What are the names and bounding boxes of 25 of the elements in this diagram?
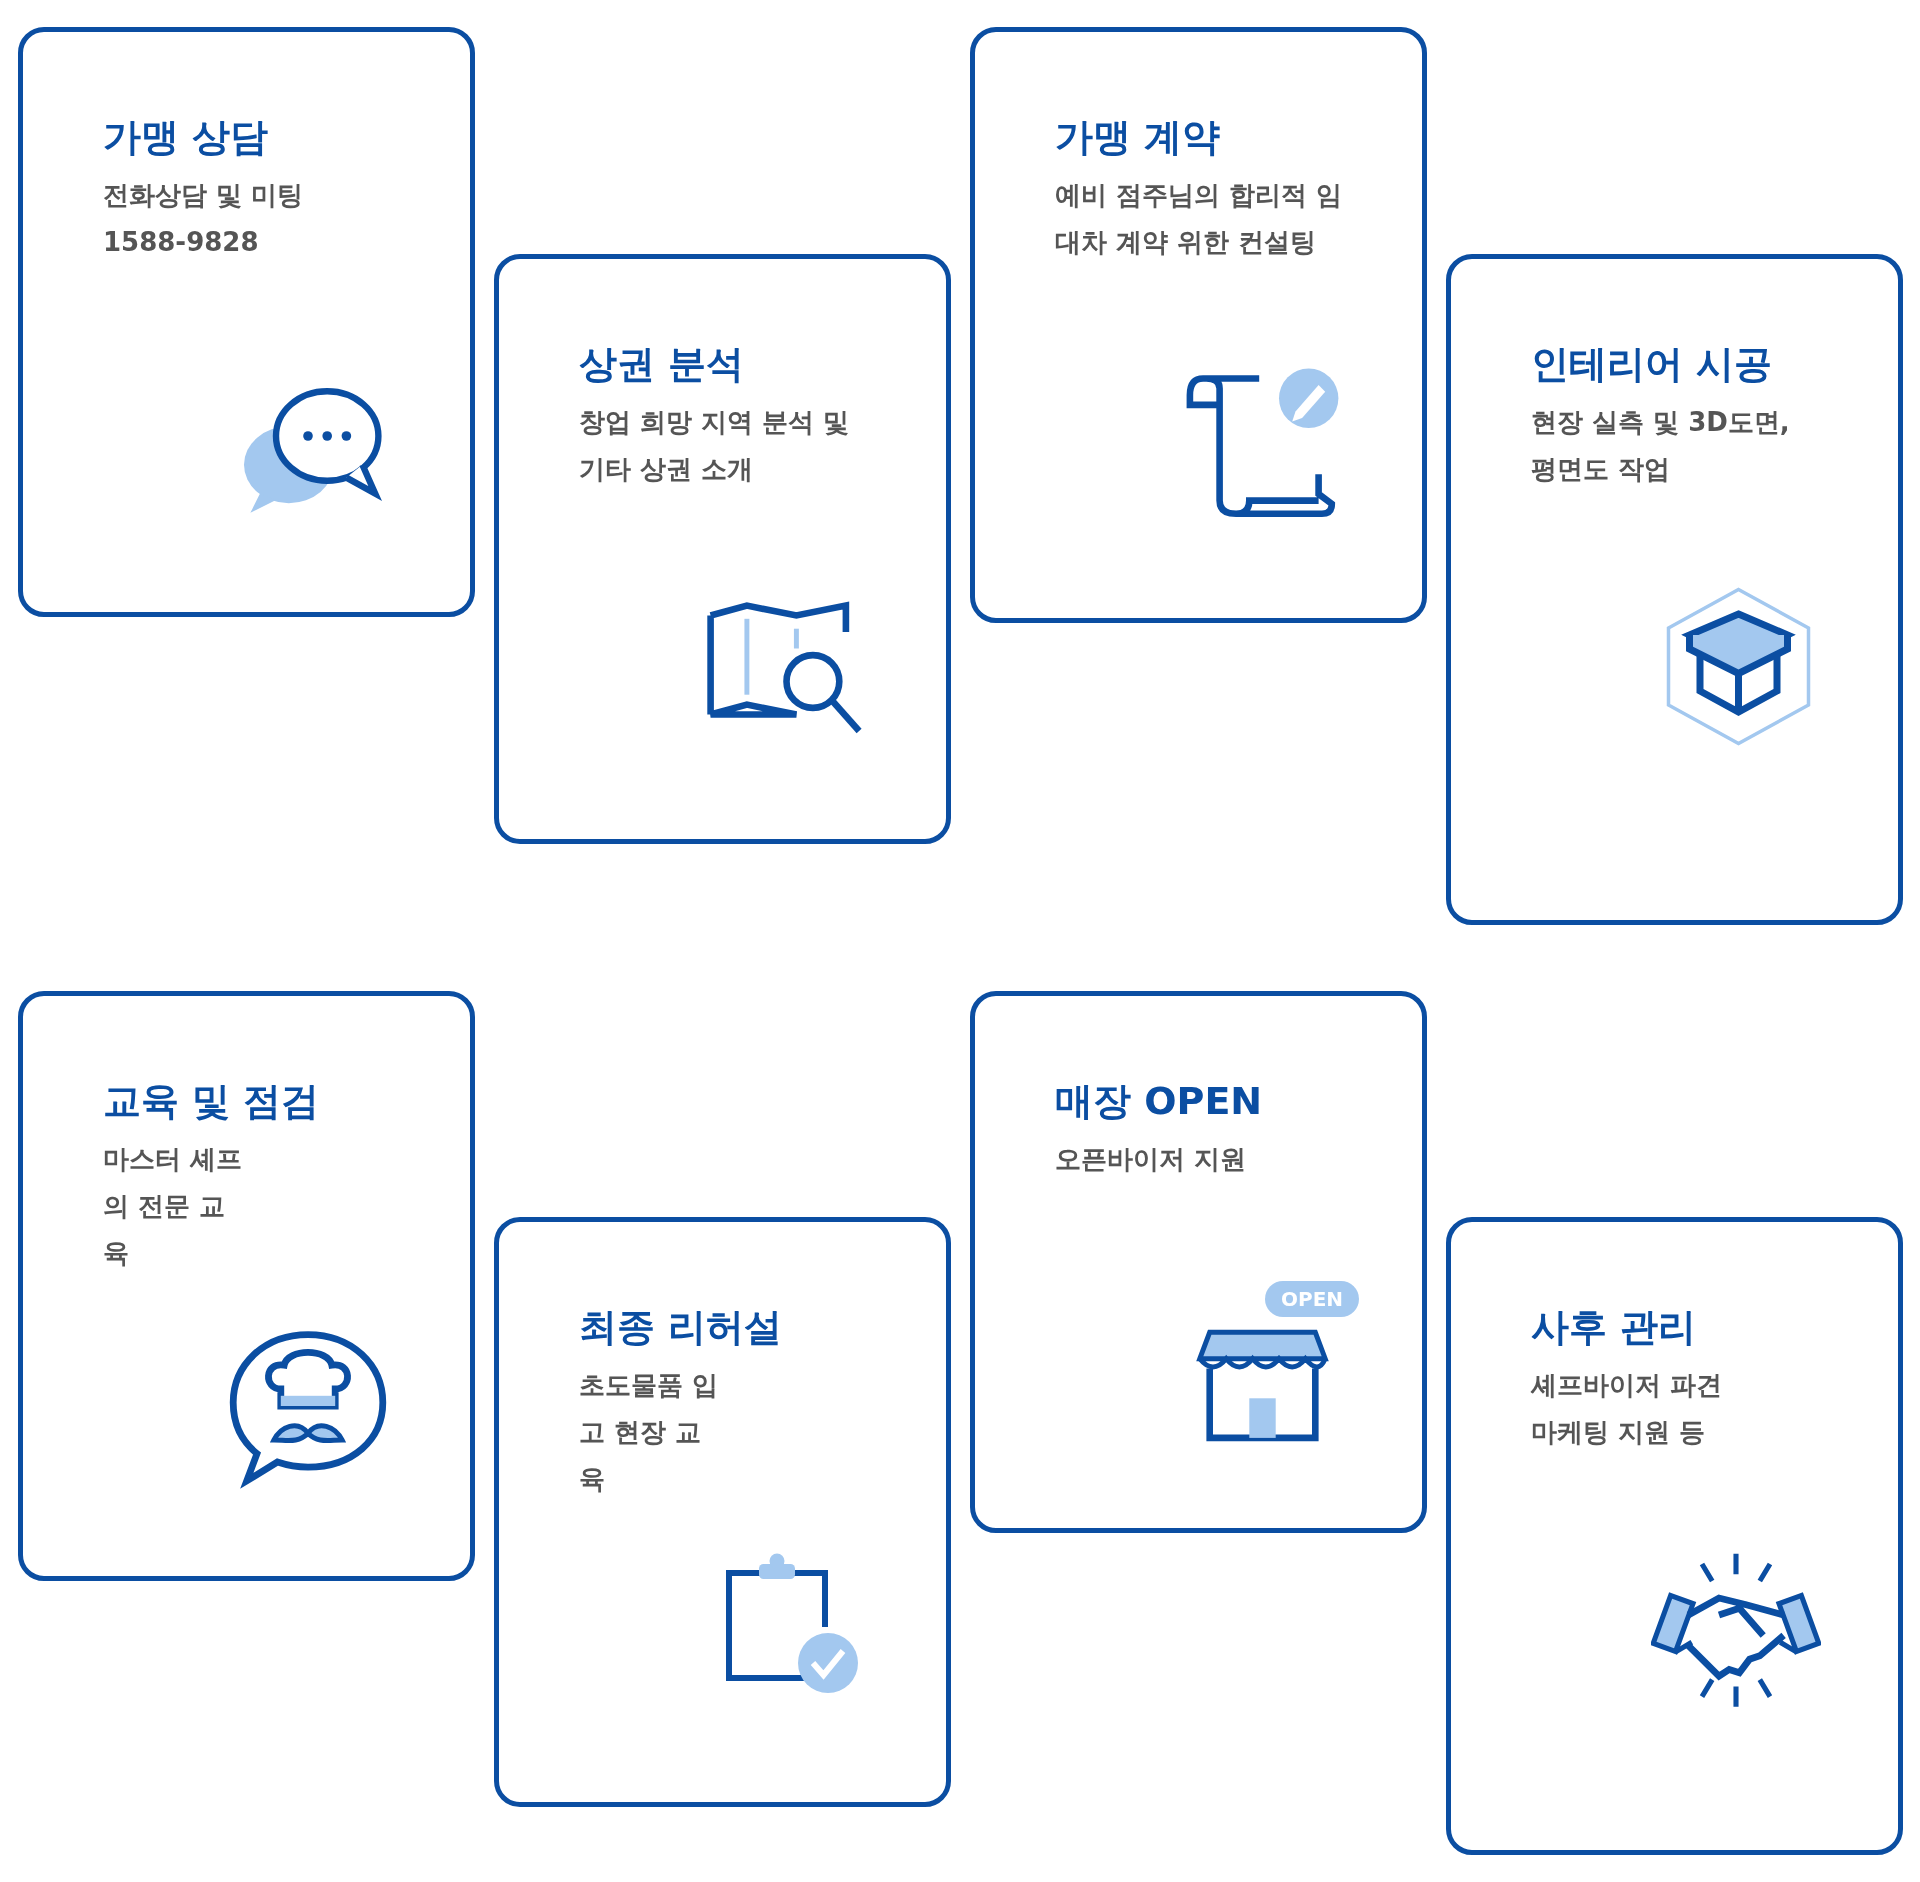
step-card	[970, 991, 1427, 1533]
step-description: 창업 희망 지역 분석 및 기타 상권 소개	[579, 406, 851, 486]
step-card	[18, 991, 475, 1581]
step-title: 인테리어 시공	[1531, 341, 1773, 388]
step-title: 상권 분석	[579, 341, 745, 388]
step-description: 오픈바이저 지원	[1055, 1143, 1248, 1176]
open-badge: OPEN	[1265, 1281, 1360, 1317]
step-title: 가맹 계약	[1055, 114, 1221, 161]
step-description: 현장 실측 및 3D도면, 평면도 작업	[1531, 406, 1791, 486]
step-description: 예비 점주님의 합리적 임대차 계약 위한 컨설팅	[1055, 179, 1344, 259]
step-title: 매장 OPEN	[1055, 1078, 1263, 1125]
step-card	[494, 254, 951, 844]
step-title: 최종 리허설	[579, 1304, 783, 1351]
step-card	[1446, 1217, 1903, 1855]
step-description: 전화상담 및 미팅 1588-9828	[103, 179, 305, 259]
step-card	[1446, 254, 1903, 925]
step-card	[18, 27, 475, 617]
step-card	[970, 27, 1427, 623]
step-title: 사후 관리	[1531, 1304, 1697, 1351]
step-title: 교육 및 점검	[103, 1078, 320, 1125]
step-description: 마스터 셰프의 전문 교육	[103, 1143, 243, 1270]
step-description: 초도물품 입고 현장 교육	[579, 1369, 719, 1496]
step-card	[494, 1217, 951, 1807]
step-title: 가맹 상담	[103, 114, 269, 161]
step-description: 셰프바이저 파견 마케팅 지원 등	[1531, 1369, 1724, 1449]
